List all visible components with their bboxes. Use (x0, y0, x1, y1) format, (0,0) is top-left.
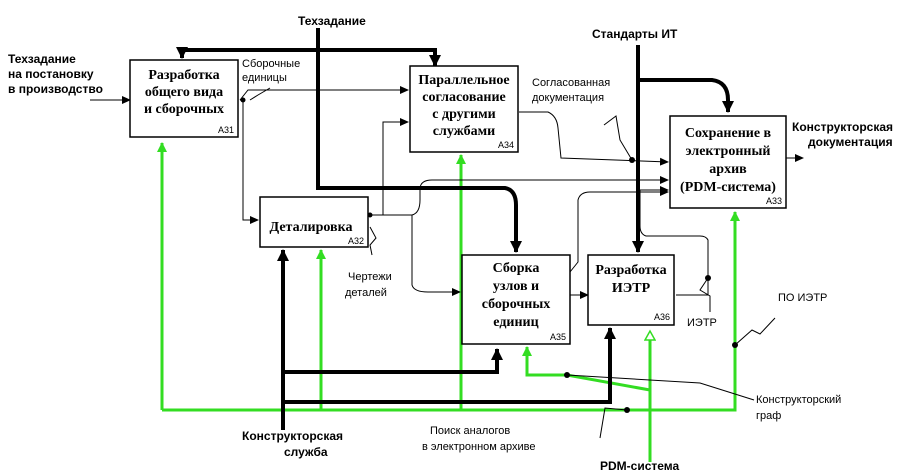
block-a34[interactable]: Параллельное согласование с другими служ… (409, 65, 519, 153)
block-a33-code: А33 (766, 196, 782, 206)
label-design-graph-line-2: граф (756, 410, 781, 422)
label-output-design-docs-line-1: Конструкторская (792, 120, 893, 134)
label-analog-search-line-2: в электронном архиве (422, 441, 536, 453)
label-mechanism-pdm: PDM-система (600, 459, 679, 473)
label-agreed-docs-line-1: Согласованная (532, 77, 610, 89)
block-a35-title-line-1: Сборка (493, 261, 540, 276)
label-ietr: ИЭТР (687, 317, 717, 329)
label-control-it-standards: Стандарты ИТ (592, 27, 678, 41)
block-a32-title: Деталировка (270, 220, 353, 235)
block-a36-title-line-2: ИЭТР (612, 281, 651, 296)
label-mechanism-design-service: Конструкторская служба (242, 429, 343, 459)
block-a36[interactable]: Разработка ИЭТР А36 (587, 254, 675, 326)
block-a33-title-line-3: архив (709, 162, 747, 177)
label-input-techtask-production-line-1: Техзадание (8, 52, 76, 66)
block-a31[interactable]: Разработка общего вида и сборочных А31 (129, 59, 239, 138)
label-assembly-units: Сборочные единицы (242, 58, 300, 84)
block-a33-title-line-4: (PDM-система) (680, 180, 776, 195)
label-control-techtask: Техзадание (298, 14, 366, 28)
label-part-drawings-line-2: деталей (345, 287, 387, 299)
label-assembly-units-line-2: единицы (242, 72, 287, 84)
junction-dots (240, 97, 738, 413)
block-a31-title-line-3: и сборочных (144, 102, 224, 117)
block-a34-code: А34 (498, 140, 514, 150)
label-input-techtask-production-line-2: на постановку (8, 67, 94, 81)
block-a35-title-line-4: единиц (493, 315, 538, 330)
label-mechanism-design-service-line-2: служба (284, 445, 328, 459)
label-input-techtask-production-line-3: в производство (8, 82, 103, 96)
label-agreed-docs: Согласованная документация (532, 77, 610, 104)
block-a34-title-line-4: службами (433, 124, 495, 139)
label-part-drawings-line-1: Чертежи (348, 271, 392, 283)
label-po-ietr: ПО ИЭТР (778, 292, 827, 304)
block-a34-title-line-3: с другими (432, 107, 495, 122)
label-mechanism-design-service-line-1: Конструкторская (242, 429, 343, 443)
block-a34-title-line-2: согласование (422, 90, 506, 105)
label-agreed-docs-line-2: документация (532, 92, 604, 104)
block-a35-code: А35 (550, 332, 566, 342)
block-a36-title-line-1: Разработка (595, 263, 666, 278)
block-a35-title-line-3: сборочных (482, 297, 551, 312)
block-a33-title-line-2: электронный (686, 144, 771, 159)
block-a33[interactable]: Сохранение в электронный архив (PDM-сист… (669, 115, 787, 209)
label-analog-search: Поиск аналогов в электронном архиве (422, 425, 536, 453)
label-part-drawings: Чертежи деталей (345, 271, 392, 299)
label-output-design-docs: Конструкторская документация (792, 120, 893, 149)
block-a34-title-line-1: Параллельное (418, 73, 509, 88)
label-assembly-units-line-1: Сборочные (242, 58, 300, 70)
thick-black-lines (176, 28, 734, 430)
label-analog-search-line-1: Поиск аналогов (430, 425, 510, 437)
block-a33-title-line-1: Сохранение в (685, 126, 772, 141)
label-input-techtask-production: Техзадание на постановку в производство (8, 52, 103, 96)
block-a31-code: А31 (218, 125, 234, 135)
block-a31-title-line-2: общего вида (145, 85, 223, 100)
label-design-graph-line-1: Конструкторский (756, 394, 841, 406)
block-a31-title-line-1: Разработка (148, 68, 219, 83)
block-a35[interactable]: Сборка узлов и сборочных единиц А35 (461, 254, 571, 345)
block-a35-title-line-2: узлов и (493, 279, 539, 294)
block-a32-code: А32 (348, 236, 364, 246)
block-a36-code: А36 (654, 312, 670, 322)
label-output-design-docs-line-2: документация (808, 135, 893, 149)
block-a32[interactable]: Деталировка А32 (259, 196, 369, 248)
label-design-graph: Конструкторский граф (756, 394, 841, 422)
